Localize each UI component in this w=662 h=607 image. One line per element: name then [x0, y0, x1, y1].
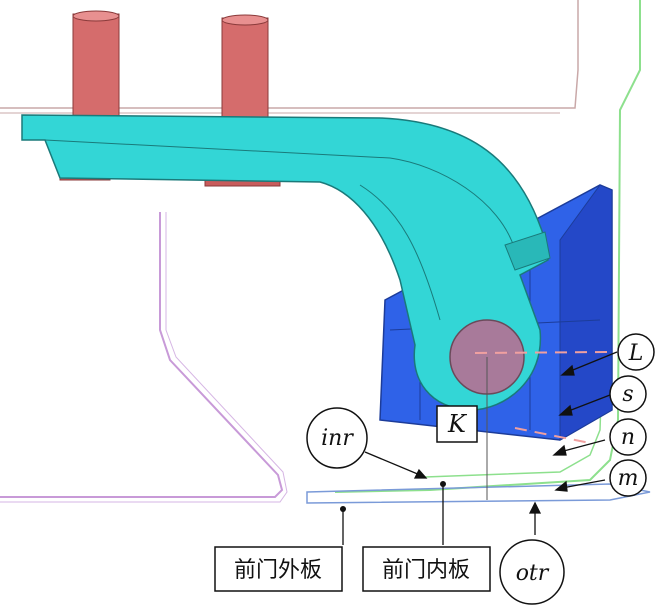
hinge-arm: [21, 114, 551, 411]
label-front-outer-panel: 前门外板: [214, 546, 343, 592]
outer-panel-line: [306, 483, 651, 504]
svg-text:前门外板: 前门外板: [234, 558, 322, 583]
svg-text:inr: inr: [321, 426, 354, 451]
dash-line-n: [514, 427, 591, 444]
svg-text:otr: otr: [516, 561, 550, 586]
purple-contour-line-inner: [0, 212, 288, 503]
dash-line-L: [474, 351, 611, 354]
body-contour-line: [0, 0, 579, 109]
label-n: n: [609, 418, 647, 456]
purple-contour-line: [0, 212, 284, 498]
svg-text:K: K: [447, 410, 468, 438]
label-L: L: [617, 333, 655, 371]
outer-panel-dot: [340, 506, 346, 512]
svg-text:前门内板: 前门内板: [382, 558, 470, 583]
svg-text:m: m: [618, 466, 639, 491]
label-front-inner-panel: 前门内板: [362, 546, 491, 592]
inner-panel-dot: [440, 481, 446, 487]
leaders: [342, 351, 618, 545]
svg-text:s: s: [622, 382, 633, 407]
label-otr: otr: [499, 539, 565, 605]
label-s: s: [609, 375, 647, 413]
label-inr: inr: [306, 407, 368, 469]
svg-text:n: n: [621, 425, 635, 450]
label-m: m: [609, 459, 647, 497]
svg-text:L: L: [628, 341, 644, 366]
label-K: K: [436, 405, 478, 443]
